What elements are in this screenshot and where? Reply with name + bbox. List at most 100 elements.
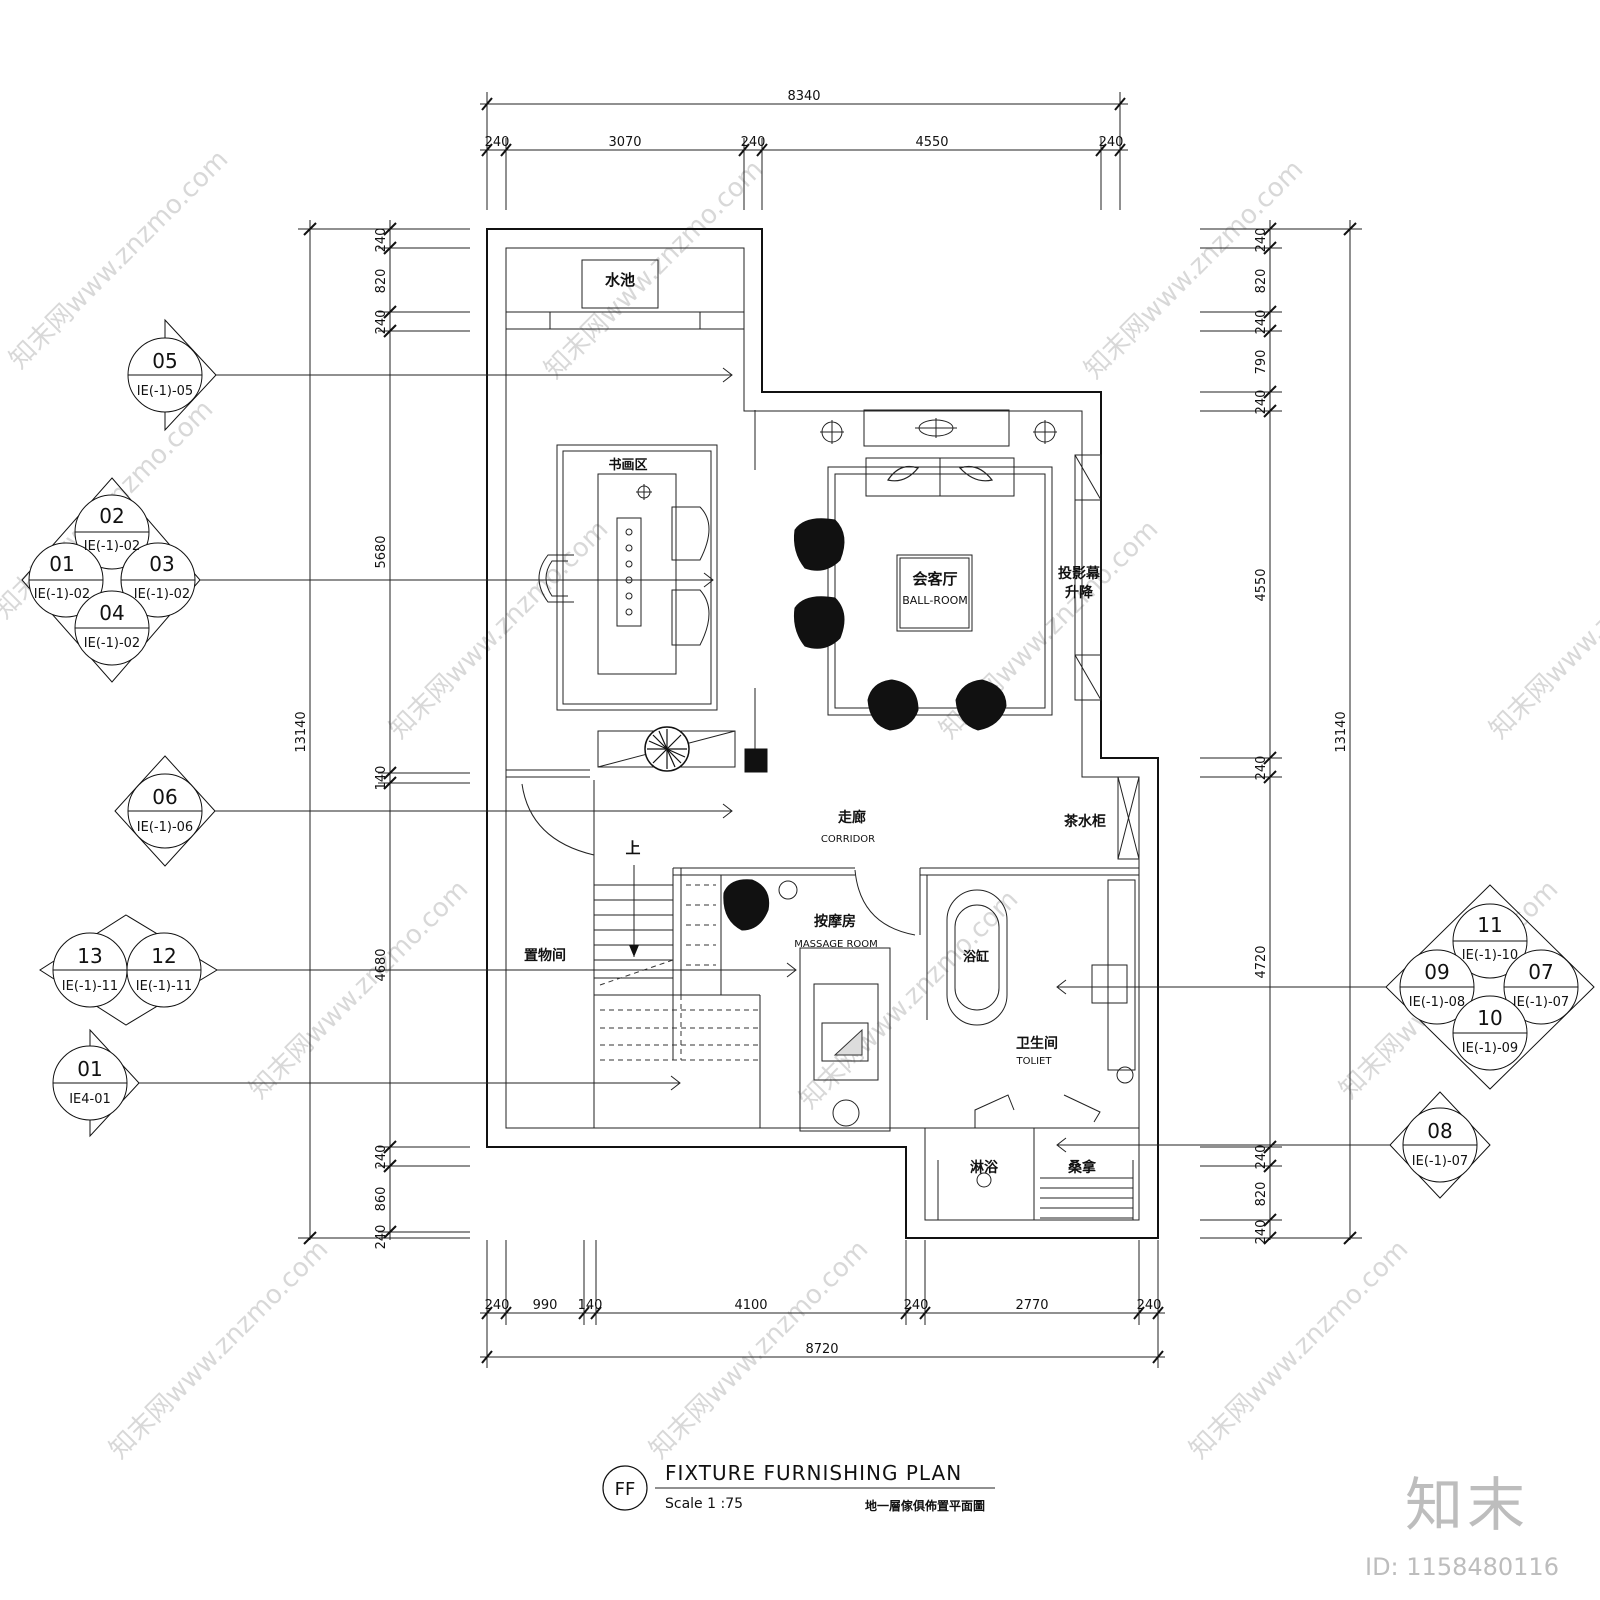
dim-left-seg: 5680 <box>374 535 389 568</box>
title-badge: FF <box>615 1479 636 1500</box>
label-corridor-cn: 走廊 <box>838 809 866 826</box>
dim-right-seg: 240 <box>1254 1145 1269 1170</box>
dim-top-seg: 240 <box>741 135 766 150</box>
marker-num: 07 <box>1528 960 1553 984</box>
dim-left-seg: 140 <box>374 766 389 791</box>
label-corridor-en: CORRIDOR <box>821 834 875 845</box>
dim-left-seg: 4680 <box>374 948 389 981</box>
calligraphy-outer <box>556 444 718 711</box>
elevation-marker-cluster <box>21 477 201 683</box>
dim-top-seg: 4550 <box>915 135 948 150</box>
outer-wall <box>486 228 1159 1239</box>
tea-cabinet <box>1117 776 1140 860</box>
coffee-table <box>896 554 973 632</box>
bottom-dimension-lines: 240 990 140 4100 240 2770 240 8720 <box>480 1240 1165 1368</box>
marker-ref: IE4-01 <box>69 1092 111 1107</box>
title-block: FF FIXTURE FURNISHING PLAN Scale 1 :75 地… <box>602 1461 995 1513</box>
marker-num: 01 <box>49 552 74 576</box>
watermark-text: 知末网www.znzmo.com <box>1184 1234 1415 1465</box>
armchair <box>955 679 1007 731</box>
label-pool: 水池 <box>605 271 635 289</box>
watermark-text: 知末网www.znzmo.com <box>1079 154 1310 385</box>
marker-ref: IE(-1)-07 <box>1412 1154 1468 1169</box>
marker-ref: IE(-1)-02 <box>34 587 90 602</box>
marker-num: 08 <box>1427 1119 1452 1143</box>
dim-left-seg: 860 <box>374 1187 389 1212</box>
marker-num: 04 <box>99 601 124 625</box>
brand-logo: 知末 <box>1405 1471 1529 1539</box>
marker-ref: IE(-1)-02 <box>84 539 140 554</box>
left-dimension-lines: 13140 240 820 240 5680 140 4680 240 860 … <box>294 220 470 1249</box>
marker-ref: IE(-1)-02 <box>84 636 140 651</box>
room-labels: 水池 书画区 会客厅 BALL-ROOM 投影幕 升降 走廊 CORRIDOR … <box>524 271 1106 1176</box>
furniture <box>538 409 1140 1220</box>
elevation-markers-right: 11 IE(-1)-10 09 IE(-1)-08 07 IE(-1)-07 1… <box>1056 884 1595 1199</box>
dim-bottom-total: 8720 <box>805 1342 838 1357</box>
projector-panel <box>1074 454 1102 701</box>
dim-right-seg: 820 <box>1254 269 1269 294</box>
label-bathtub: 浴缸 <box>963 949 989 965</box>
plan-scale: Scale 1 :75 <box>665 1496 743 1512</box>
elevation-marker <box>114 755 216 867</box>
dim-right-total: 13140 <box>1334 711 1349 752</box>
top-dimension-lines: 8340 240 3070 240 4550 240 <box>480 89 1128 210</box>
chair <box>671 506 710 561</box>
label-up: 上 <box>625 839 640 857</box>
sink <box>1091 964 1128 1004</box>
marker-num: 05 <box>152 349 177 373</box>
armchair <box>867 679 919 731</box>
marker-ref: IE(-1)-06 <box>137 820 193 835</box>
door-swing <box>521 783 595 856</box>
dim-left-total: 13140 <box>294 711 309 752</box>
elevation-markers-left: 05 IE(-1)-05 02 IE(-1)-02 01 IE(-1)-02 0… <box>21 318 797 1138</box>
label-tea-cabinet: 茶水柜 <box>1063 813 1106 830</box>
dim-bottom-seg: 240 <box>485 1298 510 1313</box>
label-sauna: 桑拿 <box>1068 1159 1097 1176</box>
building-walls <box>486 228 1159 1239</box>
dim-left-seg: 240 <box>374 310 389 335</box>
marker-ref: IE(-1)-05 <box>137 384 193 399</box>
marker-num: 01 <box>77 1057 102 1081</box>
dim-right-seg: 240 <box>1254 1220 1269 1245</box>
label-calligraphy: 书画区 <box>608 457 647 473</box>
label-storage: 置物间 <box>524 947 566 964</box>
armchair <box>794 518 845 571</box>
armchair <box>723 879 770 931</box>
watermark-text: 知末网www.znzmo.com <box>539 154 770 385</box>
pool-enclosure <box>505 247 745 313</box>
sauna-bench <box>1040 1160 1134 1220</box>
marker-num: 06 <box>152 785 177 809</box>
marker-ref: IE(-1)-02 <box>134 587 190 602</box>
bathtub <box>946 889 1008 1026</box>
marker-ref: IE(-1)-11 <box>136 979 192 994</box>
dim-top-seg: 240 <box>1099 135 1124 150</box>
marker-num: 03 <box>149 552 174 576</box>
dim-right-seg: 790 <box>1254 350 1269 375</box>
brand-watermark: 知末 ID: 1158480116 <box>1365 1471 1559 1581</box>
painting-table <box>597 473 677 675</box>
plan-title: FIXTURE FURNISHING PLAN <box>665 1461 962 1485</box>
watermark-text: 知末网www.znzmo.com <box>644 1234 875 1465</box>
label-toilet-en: TOLIET <box>1016 1056 1053 1067</box>
marker-num: 02 <box>99 504 124 528</box>
elevation-marker <box>52 1028 140 1138</box>
label-massage-en: MASSAGE ROOM <box>794 939 878 950</box>
label-shower: 淋浴 <box>970 1159 999 1176</box>
dim-bottom-seg: 990 <box>533 1298 558 1313</box>
marker-num: 11 <box>1477 913 1502 937</box>
marker-ref: IE(-1)-11 <box>62 979 118 994</box>
dim-right-seg: 4550 <box>1254 568 1269 601</box>
tv-cabinet <box>863 409 1010 447</box>
dim-top-seg: 240 <box>485 135 510 150</box>
right-dimension-lines: 240 820 240 790 240 4550 240 4720 240 82… <box>1200 220 1362 1245</box>
label-projector-2: 升降 <box>1065 584 1094 601</box>
marker-ref: IE(-1)-07 <box>1513 995 1569 1010</box>
label-toilet-cn: 卫生间 <box>1016 1035 1058 1052</box>
label-ballroom-cn: 会客厅 <box>912 570 957 588</box>
column <box>744 748 768 773</box>
marker-num: 09 <box>1424 960 1449 984</box>
marker-num: 13 <box>77 944 102 968</box>
watermark-text: 知末网www.znzmo.com <box>1484 514 1600 745</box>
dim-right-seg: 240 <box>1254 390 1269 415</box>
